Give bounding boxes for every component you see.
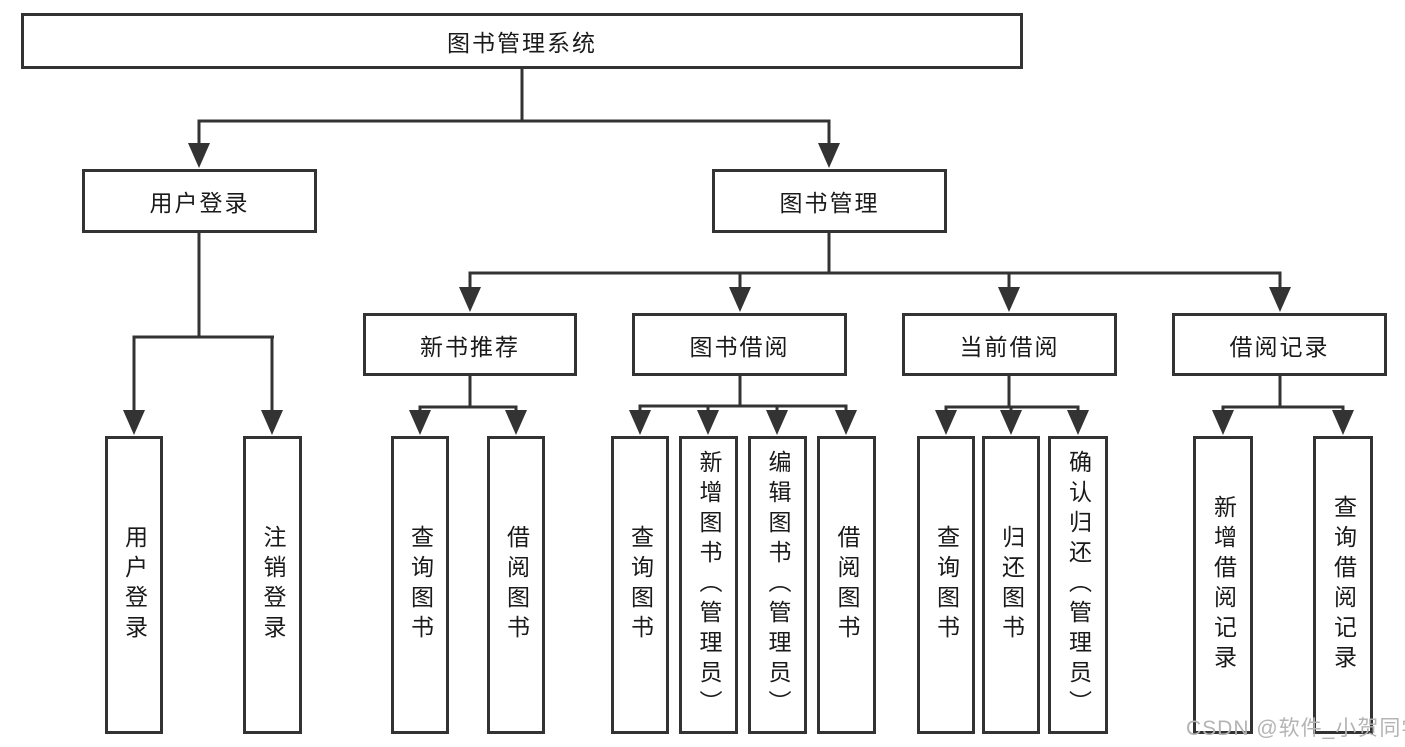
node-borrow-records-label: 借阅记录 bbox=[1229, 333, 1330, 360]
leaf-query-books-1-label: 查询图书 bbox=[407, 525, 434, 645]
leaf-logout: 注销登录 bbox=[243, 436, 302, 734]
csdn-watermark: CSDN @软件_小贺同学 bbox=[1186, 717, 1405, 740]
leaf-return-books: 归还图书 bbox=[982, 436, 1040, 734]
node-book-borrow: 图书借阅 bbox=[632, 313, 847, 376]
leaf-user-login-label: 用户登录 bbox=[121, 525, 148, 645]
leaf-query-borrow-record: 查询借阅记录 bbox=[1313, 436, 1373, 734]
leaf-query-books-2: 查询图书 bbox=[611, 436, 669, 734]
node-book-management-label: 图书管理 bbox=[779, 190, 880, 216]
leaf-return-books-label: 归还图书 bbox=[998, 525, 1025, 645]
node-root: 图书管理系统 bbox=[21, 13, 1023, 69]
node-book-management: 图书管理 bbox=[712, 169, 947, 233]
leaf-user-login: 用户登录 bbox=[105, 436, 163, 734]
leaf-borrow-books-1: 借阅图书 bbox=[487, 436, 545, 734]
leaf-add-books-admin-label: 新增图书（管理员） bbox=[696, 450, 722, 720]
node-user-login-label: 用户登录 bbox=[149, 190, 250, 216]
node-current-borrow-label: 当前借阅 bbox=[959, 333, 1060, 360]
leaf-edit-books-admin: 编辑图书（管理员） bbox=[748, 436, 807, 734]
leaf-query-books-3-label: 查询图书 bbox=[933, 525, 960, 645]
leaf-borrow-books-2: 借阅图书 bbox=[817, 436, 876, 734]
leaf-confirm-return-admin: 确认归还（管理员） bbox=[1048, 436, 1108, 734]
leaf-add-books-admin: 新增图书（管理员） bbox=[679, 436, 738, 734]
leaf-add-borrow-record-label: 新增借阅记录 bbox=[1210, 495, 1237, 675]
leaf-query-books-1: 查询图书 bbox=[391, 436, 449, 734]
leaf-query-books-3: 查询图书 bbox=[917, 436, 975, 734]
leaf-add-borrow-record: 新增借阅记录 bbox=[1193, 436, 1253, 734]
node-book-borrow-label: 图书借阅 bbox=[689, 333, 790, 360]
node-new-book-recommend: 新书推荐 bbox=[363, 313, 577, 376]
node-borrow-records: 借阅记录 bbox=[1172, 313, 1387, 376]
leaf-confirm-return-admin-label: 确认归还（管理员） bbox=[1065, 450, 1092, 720]
leaf-borrow-books-2-label: 借阅图书 bbox=[834, 525, 860, 645]
leaf-edit-books-admin-label: 编辑图书（管理员） bbox=[765, 450, 791, 720]
leaf-query-books-2-label: 查询图书 bbox=[627, 525, 654, 645]
leaf-logout-label: 注销登录 bbox=[260, 525, 286, 645]
node-root-label: 图书管理系统 bbox=[447, 30, 597, 56]
node-current-borrow: 当前借阅 bbox=[902, 313, 1117, 376]
leaf-query-borrow-record-label: 查询借阅记录 bbox=[1330, 495, 1357, 675]
node-new-book-recommend-label: 新书推荐 bbox=[420, 333, 520, 360]
leaf-borrow-books-1-label: 借阅图书 bbox=[503, 525, 530, 645]
node-user-login: 用户登录 bbox=[82, 169, 317, 233]
